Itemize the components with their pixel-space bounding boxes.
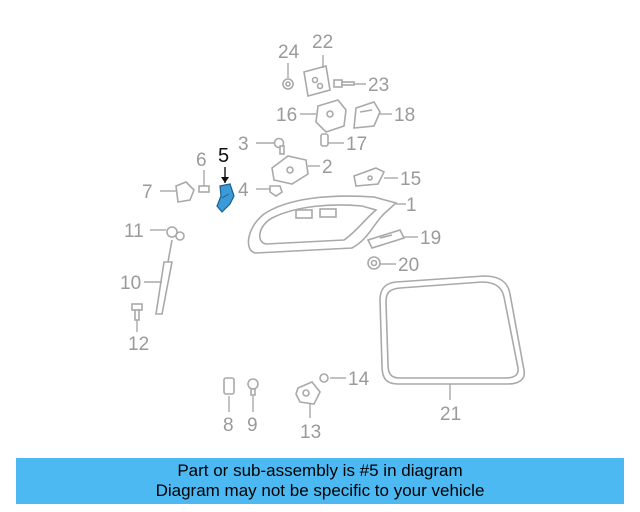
- callout-18[interactable]: 18: [394, 105, 415, 126]
- callout-14[interactable]: 14: [348, 369, 370, 390]
- caption-line-2: Diagram may not be specific to your vehi…: [155, 481, 485, 500]
- callout-12[interactable]: 12: [128, 334, 149, 355]
- callout-4[interactable]: 4: [238, 180, 249, 201]
- callout-23[interactable]: 23: [368, 75, 389, 96]
- part-9: 9: [247, 378, 259, 436]
- callout-11[interactable]: 11: [124, 221, 144, 242]
- part-20: 20: [367, 255, 419, 276]
- part-13: 13: [295, 381, 321, 443]
- part-23: 23: [333, 75, 389, 96]
- part-7: 7: [142, 181, 195, 203]
- callout-21[interactable]: 21: [440, 404, 461, 425]
- parts-diagram: 22 24 23 16 18 17 3: [120, 32, 526, 443]
- callout-16[interactable]: 16: [276, 105, 297, 126]
- part-10: 10: [120, 239, 173, 315]
- part-2: 2: [271, 155, 333, 185]
- callout-22[interactable]: 22: [312, 32, 333, 53]
- callout-2[interactable]: 2: [322, 157, 333, 178]
- part-4: 4: [238, 180, 283, 201]
- part-5-highlighted[interactable]: 5: [216, 145, 235, 213]
- part-18: 18: [353, 101, 415, 129]
- part-1: 1: [247, 195, 417, 254]
- caption-banner: Part or sub-assembly is #5 in diagram Di…: [16, 458, 624, 504]
- part-11: 11: [124, 221, 185, 242]
- part-3: 3: [238, 134, 285, 155]
- callout-7[interactable]: 7: [142, 182, 153, 203]
- callout-1[interactable]: 1: [406, 195, 417, 216]
- part-14: 14: [319, 369, 370, 390]
- callout-24[interactable]: 24: [278, 42, 300, 63]
- callout-13[interactable]: 13: [300, 422, 321, 443]
- part-21: 21: [379, 275, 526, 425]
- callout-5[interactable]: 5: [218, 145, 229, 167]
- part-24: 24: [278, 42, 300, 90]
- part-16: 16: [276, 99, 347, 133]
- part-6: 6: [196, 150, 210, 193]
- callout-15[interactable]: 15: [400, 169, 421, 190]
- callout-8[interactable]: 8: [223, 415, 234, 436]
- part-17: 17: [320, 133, 367, 155]
- part-8: 8: [223, 377, 235, 436]
- callout-10[interactable]: 10: [120, 273, 141, 294]
- callout-17[interactable]: 17: [346, 134, 367, 155]
- callout-3[interactable]: 3: [238, 134, 249, 155]
- part-22: 22: [303, 32, 333, 98]
- part-15: 15: [353, 167, 421, 190]
- callout-20[interactable]: 20: [398, 255, 419, 276]
- callout-19[interactable]: 19: [420, 228, 441, 249]
- callout-9[interactable]: 9: [247, 415, 258, 436]
- part-19: 19: [366, 228, 441, 249]
- caption-line-1: Part or sub-assembly is #5 in diagram: [177, 461, 463, 480]
- callout-6[interactable]: 6: [196, 150, 207, 171]
- part-12: 12: [128, 303, 149, 355]
